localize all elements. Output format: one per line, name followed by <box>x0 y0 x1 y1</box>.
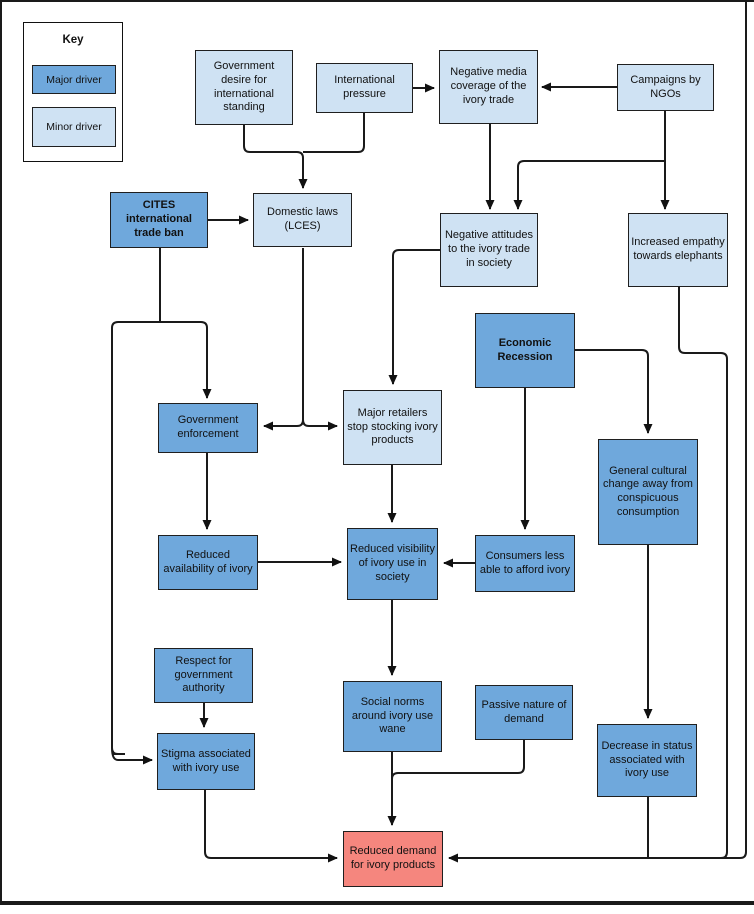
node-neg-attitudes: Negative attitudes to the ivory trade in… <box>440 213 538 287</box>
node-recession: Economic Recession <box>475 313 575 388</box>
legend-minor-label: Minor driver <box>46 121 102 133</box>
connector-campaigns-to-attitudes <box>513 160 665 210</box>
node-label: Government desire for international stan… <box>213 60 275 114</box>
node-cultural-change: General cultural change away from conspi… <box>598 439 698 545</box>
node-label: Domestic laws (LCES) <box>267 206 338 232</box>
legend-minor-swatch: Minor driver <box>32 107 116 147</box>
connector-desire-to-domestic-laws <box>243 125 308 189</box>
node-label: Passive nature of demand <box>481 698 567 725</box>
node-gov-enforcement: Government enforcement <box>158 403 258 453</box>
node-label: Major retailers stop stocking ivory prod… <box>347 406 438 447</box>
node-retailers: Major retailers stop stocking ivory prod… <box>343 390 442 465</box>
node-social-norms: Social norms around ivory use wane <box>343 681 442 752</box>
node-consumers: Consumers less able to afford ivory <box>475 535 575 592</box>
node-stigma: Stigma associated with ivory use <box>157 733 255 790</box>
node-decrease-status: Decrease in status associated with ivory… <box>597 724 697 797</box>
node-passive: Passive nature of demand <box>475 685 573 740</box>
node-reduced-visibility: Reduced visibility of ivory use in socie… <box>347 528 438 600</box>
node-label: Increased empathy towards elephants <box>631 236 725 262</box>
node-empathy: Increased empathy towards elephants <box>628 213 728 287</box>
node-label: Reduced availability of ivory <box>163 548 253 575</box>
connector-attitudes-to-retailers <box>388 249 440 385</box>
connector-stigma-to-demand <box>204 790 338 863</box>
node-respect: Respect for government authority <box>154 648 253 703</box>
node-label: International pressure <box>334 74 395 100</box>
node-gov-desire: Government desire for international stan… <box>195 50 293 125</box>
connector-cites-to-stigma <box>111 321 160 760</box>
node-cites: CITES international trade ban <box>110 192 208 248</box>
connector-domestic-laws-to-enforcement <box>263 248 304 431</box>
node-label: Negative attitudes to the ivory trade in… <box>444 229 534 269</box>
node-label: Campaigns by NGOs <box>630 73 701 100</box>
node-label: Government enforcement <box>177 414 239 440</box>
connector-recession-to-cultural-change <box>575 349 653 434</box>
node-label: Decrease in status associated with ivory… <box>601 739 693 780</box>
node-label: Respect for government authority <box>174 654 233 695</box>
legend: Key Major driver Minor driver <box>23 22 123 162</box>
node-label: Reduced demand for ivory products <box>349 845 437 871</box>
node-label: Consumers less able to afford ivory <box>479 549 571 576</box>
node-label: Stigma associated with ivory use <box>161 747 251 774</box>
legend-major-label: Major driver <box>46 73 102 86</box>
connector-cites-to-enforcement <box>160 321 212 399</box>
node-campaigns: Campaigns by NGOs <box>617 64 714 111</box>
node-reduced-availability: Reduced availability of ivory <box>158 535 258 590</box>
node-label: Economic Recession <box>497 336 553 363</box>
node-domestic-laws: Domestic laws (LCES) <box>253 193 352 247</box>
node-reduced-demand: Reduced demand for ivory products <box>343 831 443 887</box>
node-label: CITES international trade ban <box>125 199 192 239</box>
node-label: Negative media coverage of the ivory tra… <box>450 66 527 106</box>
connector-domestic-laws-to-retailers <box>302 419 338 431</box>
node-label: Social norms around ivory use wane <box>351 695 434 736</box>
legend-title: Key <box>62 34 84 46</box>
node-neg-media: Negative media coverage of the ivory tra… <box>439 50 538 124</box>
connector-pressure-to-junction <box>303 113 365 153</box>
node-intl-pressure: International pressure <box>316 63 413 113</box>
node-label: General cultural change away from conspi… <box>603 464 693 518</box>
legend-major-swatch: Major driver <box>32 65 116 94</box>
node-label: Reduced visibility of ivory use in socie… <box>350 543 435 583</box>
